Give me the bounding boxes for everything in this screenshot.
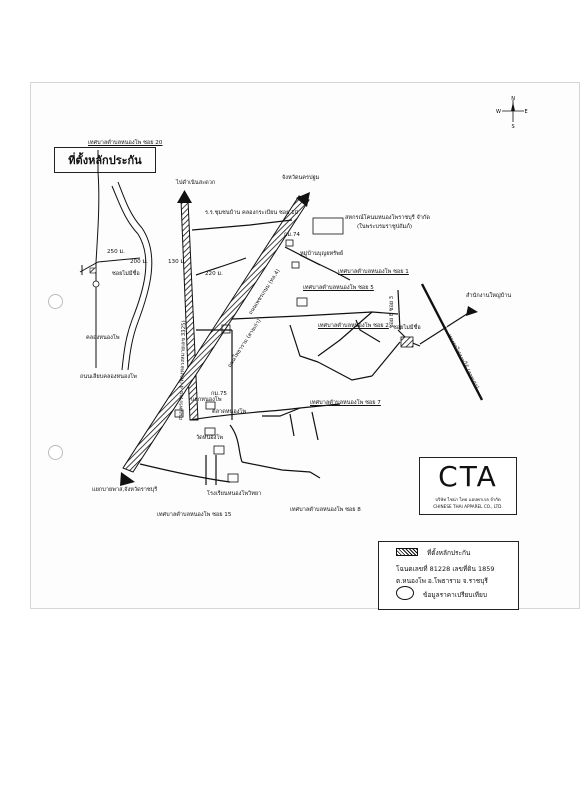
compass-north: N [511,96,515,102]
label-soi8: เทศบาลตำบลหนองโพ ซอย 8 [290,507,361,513]
school-marker-2 [227,473,239,483]
temple-marker [204,427,216,436]
inset-collateral-marker [89,267,97,274]
label-km74: กม.74 [284,232,300,238]
map-sheet [30,82,580,609]
label-to-nakhonpathom: จังหวัดนครปฐม [282,175,320,181]
logo-company-thai: บริษัท ไชน่า ไทย แอปพาเรล จำกัด [435,498,501,503]
label-school: โรงเรียนหนองโพวิทยา [207,491,262,497]
label-dist200: 200 ม. [130,259,148,265]
junction-marker [174,409,184,418]
label-soi7: เทศบาลตำบลหนองโพ ซอย 7 [310,400,381,406]
label-dist220: 220 ม. [205,271,223,277]
arrow-southwest [120,472,135,486]
legend-circle-icon [396,586,414,600]
compass-south: S [512,124,515,128]
coop-building [312,217,344,235]
label-coop-sub: (ในพระบรมราชูปถัมภ์) [357,224,413,230]
cta-logo: CTA บริษัท ไชน่า ไทย แอปพาเรล จำกัด CHIN… [419,457,517,515]
collateral-site [400,336,414,348]
landmarks [174,217,414,483]
village-marker [291,261,300,269]
label-soi2: เทศบาลตำบลหนองโพ ซอย 2 [318,323,389,329]
collateral-title-box: ที่ตั้งหลักประกัน [54,147,156,173]
school-marker [221,324,231,334]
soi5-marker [296,297,308,307]
compass-icon: N S E W [496,96,528,128]
legend-comparison: ข้อมูลราคาเปรียบเทียบ [423,591,487,599]
label-soi-maisue-2: ซอยไม่มีชื่อ [393,325,421,331]
arrow-north-left [177,190,192,203]
label-to-damnoen: ไปดำเนินสะดวก [176,180,216,186]
label-coop: สหกรณ์โคนมหนองโพราชบุรี จำกัด [345,215,430,221]
label-dist130: 130 ม. [168,259,186,265]
km75-marker [205,401,216,410]
legend-collateral: ที่ตั้งหลักประกัน [427,549,471,557]
market-marker [213,445,225,455]
label-soi15: เทศบาลตำบลหนองโพ ซอย 15 [157,512,232,518]
coop-marker [285,239,294,247]
legend-hatch-swatch [396,548,418,556]
arrow-northeast [296,192,310,207]
label-temple: วัดหนองโพ [196,435,224,441]
label-soi5: เทศบาลตำบลหนองโพ ซอย 5 [303,285,374,291]
punch-hole-top [48,294,63,309]
label-soi-maisue: ซอยไม่มีชื่อ [112,271,140,277]
label-khlong: คลองหนองโพ [86,335,120,341]
label-soi3: ซอย 8 ซอย 3 [389,295,395,328]
legend-box: ที่ตั้งหลักประกัน โฉนดเลขที่ 81228 เลขที… [378,541,519,610]
compass-east: E [525,109,528,115]
road-4 [122,195,310,473]
legend-location: ต.หนองโพ อ.โพธาราม จ.ราชบุรี [396,577,488,585]
legend-deed: โฉนดเลขที่ 81228 เลขที่ดิน 1859 [396,565,495,573]
logo-company-en: CHINESE THAI APPAREL CO., LTD. [433,504,503,509]
label-school10: ร.ร.ชุมชนบ้าน คลองกระเบียน ซอย 10 [205,210,299,216]
label-market: ตลาดหนองโพ [212,409,247,415]
label-police: แยกหนองโพ [191,397,222,403]
local-roads [139,219,471,485]
punch-hole-bottom [48,445,63,460]
label-soi20: เทศบาลตำบลหนองโพ ซอย 20 [88,140,163,146]
railway [420,282,485,401]
logo-mark: CTA [438,460,498,493]
arrow-east [466,306,478,316]
label-village: หมู่บ้านบุญยทรัพย์ [300,251,344,257]
compass-west: W [496,109,501,115]
label-to-ratchaburi: แยกบายพาส,จังหวัดราชบุรี [92,487,158,493]
label-dist250: 250 ม. [107,249,125,255]
label-km75: กม.75 [211,391,227,397]
label-soi1: เทศบาลตำบลหนองโพ ซอย 1 [338,269,409,275]
label-to-banpong: สำนักงานใหญ่บ้าน [466,293,512,299]
label-thanon-khlong: ถนนเลียบคลองหนองโพ [80,374,137,380]
inset-site-marker [92,280,100,288]
